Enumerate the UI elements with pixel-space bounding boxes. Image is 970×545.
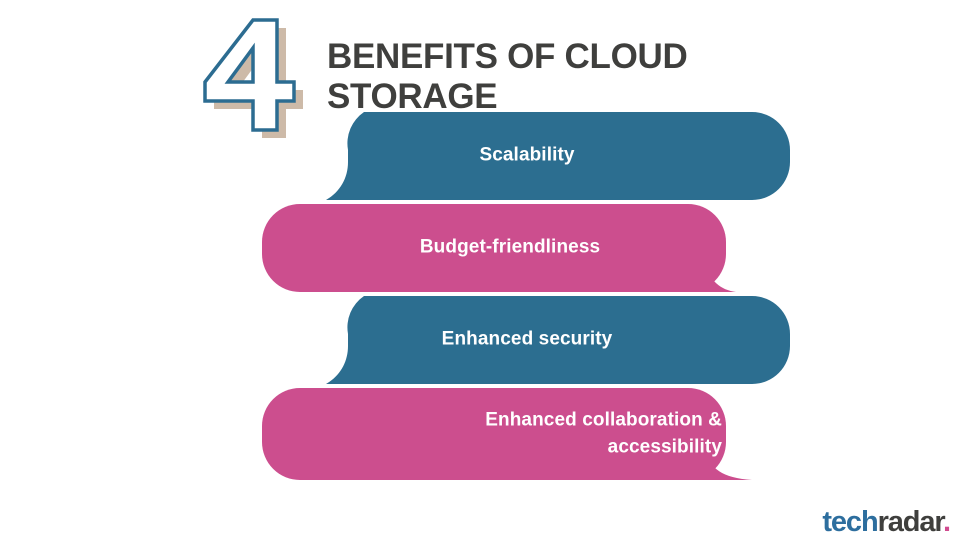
benefit-bar-1-label: Scalability <box>479 144 575 166</box>
benefit-bar-1[interactable]: Scalability <box>316 112 790 200</box>
techradar-logo[interactable]: techradar. <box>822 506 951 538</box>
bar-2-tail <box>688 266 736 292</box>
benefit-bar-4-label: Enhanced collaboration & accessibility <box>485 409 722 457</box>
logo-text-radar: radar <box>877 506 945 538</box>
four-shadow <box>214 28 303 138</box>
logo-text-tech: tech <box>822 506 878 538</box>
bar-1-shape <box>326 112 790 200</box>
page-title: BENEFITS OF CLOUD STORAGE <box>327 37 688 116</box>
number-four-graphic <box>182 8 312 138</box>
benefit-bar-2[interactable]: Budget-friendliness <box>262 204 736 292</box>
benefit-bar-3-label: Enhanced security <box>441 328 613 350</box>
four-outline <box>203 18 296 132</box>
bar-2-shape <box>262 204 726 292</box>
benefit-bar-4[interactable]: Enhanced collaboration & accessibility <box>262 388 752 480</box>
benefit-bar-3[interactable]: Enhanced security <box>316 296 790 384</box>
benefit-bar-2-label: Budget-friendliness <box>419 236 601 258</box>
bar-3-shape <box>326 296 790 384</box>
logo-dot: . <box>943 506 951 538</box>
bar-4-shape <box>262 388 726 480</box>
bar-4-tail <box>688 452 752 480</box>
